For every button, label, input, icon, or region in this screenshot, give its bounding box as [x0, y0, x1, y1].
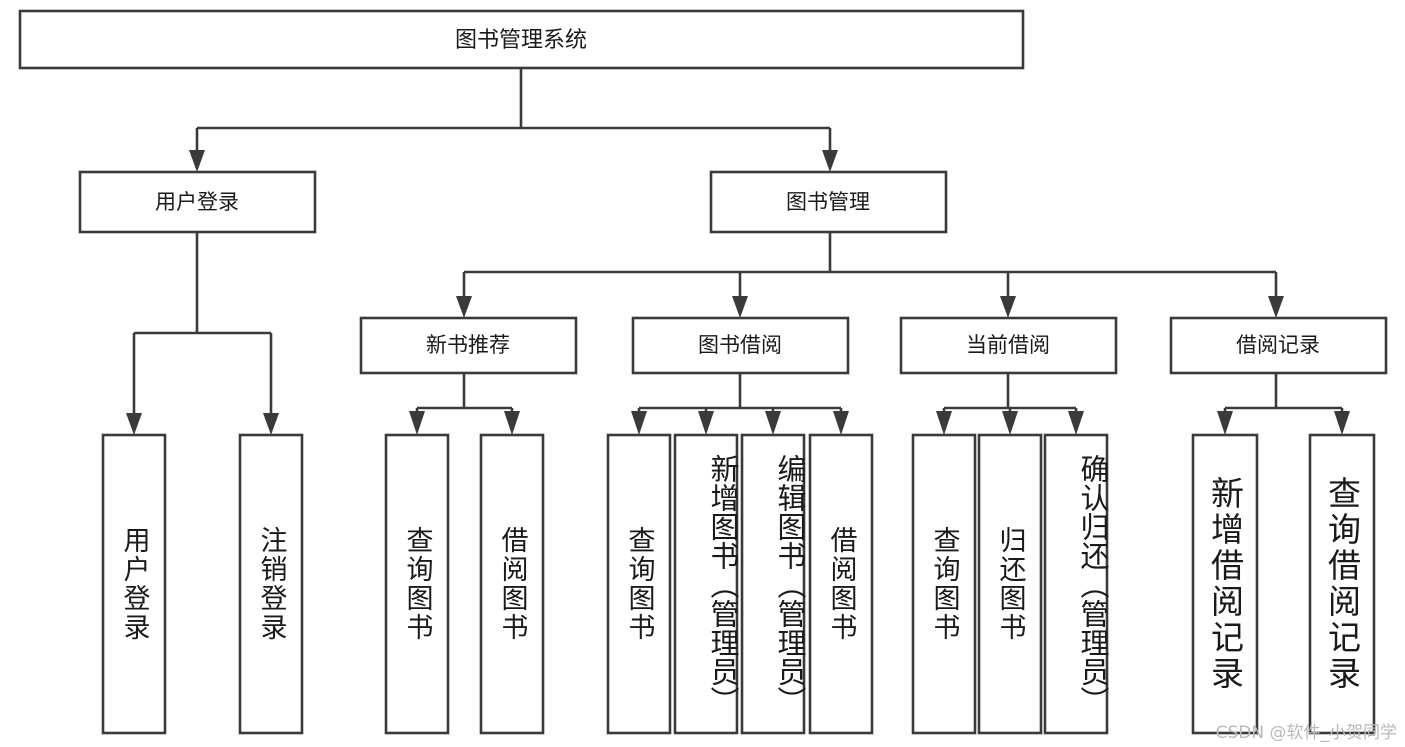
leaf-user-logout-label: 注销登录	[255, 526, 287, 642]
leaf-boxes-new-book-recommend	[384, 433, 545, 735]
watermark-text: CSDN @软件_小贺同学	[1215, 723, 1397, 743]
node-new-book-recommend-box[interactable]	[359, 316, 578, 375]
connector-new-book-recommend-to-leaves	[409, 373, 520, 435]
connector-book-borrow-to-leaves	[631, 373, 849, 435]
leaf-add-record-box[interactable]	[1191, 433, 1259, 735]
arrow-leaf-user-login	[126, 413, 142, 435]
node-user-login-label: 用户登录	[155, 190, 239, 214]
arrow-leaf-add-book	[698, 411, 714, 435]
leaf-edit-book-label: 编辑图书（管理员）	[773, 453, 807, 715]
arrow-borrow-record	[1268, 296, 1284, 318]
node-user-login-box[interactable]	[78, 170, 317, 234]
node-book-borrow-box[interactable]	[631, 316, 850, 375]
leaf-query-book-1-label: 查询图书	[401, 526, 433, 642]
leaf-query-record-label: 查询借阅记录	[1322, 476, 1362, 692]
leaf-query-book-2-label: 查询图书	[623, 526, 655, 642]
arrow-leaf-borrow-book-2	[833, 411, 849, 435]
leaf-add-book-label: 新增图书（管理员）	[706, 453, 740, 715]
node-book-borrow[interactable]: 图书借阅	[631, 316, 850, 375]
arrow-leaf-query-book-3	[936, 411, 952, 435]
arrow-leaf-query-record	[1334, 411, 1350, 435]
leaf-borrow-book-1-box[interactable]	[479, 433, 545, 735]
arrow-leaf-borrow-book-1	[504, 411, 520, 435]
node-borrow-record-label: 借阅记录	[1236, 333, 1320, 357]
arrow-leaf-confirm-return	[1068, 411, 1084, 435]
connector-root-to-level2	[189, 68, 838, 172]
arrow-leaf-user-logout	[263, 413, 279, 435]
leaf-borrow-book-2-label: 借阅图书	[825, 526, 857, 642]
leaf-query-book-2-box[interactable]	[606, 433, 672, 735]
leaf-user-login-label: 用户登录	[118, 526, 150, 642]
leaf-user-logout-box[interactable]	[238, 433, 304, 735]
node-borrow-record[interactable]: 借阅记录	[1169, 316, 1388, 375]
leaf-return-book-label: 归还图书	[994, 526, 1026, 642]
leaf-borrow-book-1-label: 借阅图书	[496, 526, 528, 642]
leaf-user-login-box[interactable]	[101, 433, 167, 735]
leaf-borrow-book-2-box[interactable]	[808, 433, 874, 735]
node-book-manage-box[interactable]	[709, 170, 948, 234]
leaf-add-record-label: 新增借阅记录	[1205, 476, 1245, 692]
arrow-leaf-return-book	[1002, 411, 1018, 435]
arrow-book-manage	[822, 150, 838, 172]
arrow-leaf-edit-book	[765, 411, 781, 435]
node-book-manage[interactable]: 图书管理	[709, 170, 948, 234]
node-borrow-record-box[interactable]	[1169, 316, 1388, 375]
arrow-new-book-recommend	[456, 296, 472, 318]
leaf-confirm-return-box[interactable]	[1043, 433, 1109, 735]
arrow-current-borrow	[1000, 296, 1016, 318]
node-root-label: 图书管理系统	[455, 28, 587, 53]
node-current-borrow[interactable]: 当前借阅	[899, 316, 1118, 375]
arrow-leaf-query-book-2	[631, 411, 647, 435]
connector-book-manage-to-level3	[456, 232, 1284, 318]
node-root-box[interactable]	[18, 9, 1025, 70]
node-book-manage-label: 图书管理	[786, 190, 870, 214]
leaf-confirm-return-label: 确认归还（管理员）	[1076, 453, 1110, 715]
arrow-book-borrow	[732, 296, 748, 318]
node-new-book-recommend[interactable]: 新书推荐	[359, 316, 578, 375]
node-user-login[interactable]: 用户登录	[78, 170, 317, 234]
leaf-query-book-3-box[interactable]	[911, 433, 977, 735]
leaf-add-book-box[interactable]	[673, 433, 739, 735]
arrow-leaf-query-book-1	[409, 411, 425, 435]
connector-user-login-to-leaves	[126, 232, 279, 435]
leaf-query-book-1-box[interactable]	[384, 433, 450, 735]
leaf-return-book-box[interactable]	[977, 433, 1043, 735]
arrow-user-login	[189, 150, 205, 172]
leaf-query-record-box[interactable]	[1308, 433, 1376, 735]
node-root[interactable]: 图书管理系统	[18, 9, 1025, 70]
leaf-edit-book-box[interactable]	[740, 433, 806, 735]
connector-borrow-record-to-leaves	[1217, 373, 1350, 435]
leaf-boxes-book-borrow	[606, 433, 874, 735]
node-book-borrow-label: 图书借阅	[698, 333, 782, 357]
arrow-leaf-add-record	[1217, 411, 1233, 435]
node-current-borrow-label: 当前借阅	[966, 333, 1050, 357]
leaf-boxes-borrow-record	[1191, 433, 1376, 735]
node-new-book-recommend-label: 新书推荐	[426, 333, 510, 357]
leaf-boxes-current-borrow	[911, 433, 1109, 735]
leaf-query-book-3-label: 查询图书	[928, 526, 960, 642]
node-current-borrow-box[interactable]	[899, 316, 1118, 375]
connector-current-borrow-to-leaves	[936, 373, 1084, 435]
leaf-boxes-user-login	[101, 433, 304, 735]
